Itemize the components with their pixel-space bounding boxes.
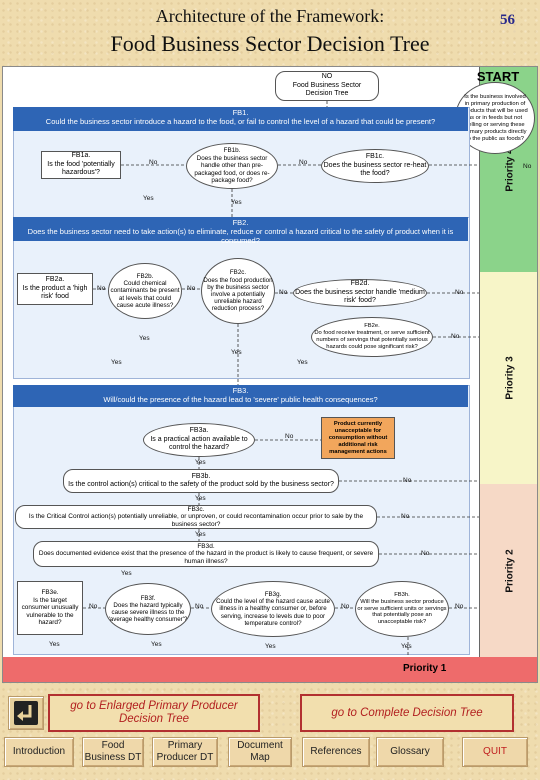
nav-introduction[interactable]: Introduction bbox=[4, 737, 74, 767]
start-label: START bbox=[476, 69, 520, 84]
return-arrow-icon bbox=[14, 701, 38, 725]
nav-document-map[interactable]: Document Map bbox=[228, 737, 292, 767]
node-fb2c: FB2c. Does the food production by the bu… bbox=[201, 258, 275, 324]
quit-button[interactable]: QUIT bbox=[462, 737, 528, 767]
node-fb2d: FB2d. Does the business sector handle 'm… bbox=[293, 279, 427, 307]
label-no: No bbox=[401, 513, 410, 520]
fb3-question: Will/could the presence of the hazard le… bbox=[103, 395, 378, 404]
label-no: No bbox=[149, 159, 158, 166]
label-no: No bbox=[97, 285, 106, 292]
enlarged-producer-tree-link-label: go to Enlarged Primary Producer Decision… bbox=[70, 700, 238, 725]
label-no: No bbox=[299, 159, 308, 166]
return-button[interactable] bbox=[8, 696, 44, 730]
label-no: No bbox=[285, 433, 294, 440]
priority-1-zone bbox=[3, 657, 537, 682]
slide-title: Architecture of the Framework: bbox=[155, 6, 385, 26]
node-fb1c: FB1c. Does the business sector re-heat t… bbox=[321, 149, 429, 183]
complete-tree-link[interactable]: go to Complete Decision Tree bbox=[300, 694, 514, 732]
priority-1-label: Priority 1 bbox=[403, 663, 447, 674]
label-no: No bbox=[341, 603, 350, 610]
label-yes: Yes bbox=[231, 199, 242, 206]
label-yes: Yes bbox=[265, 643, 276, 650]
label-no: No bbox=[455, 603, 464, 610]
slide-subtitle: Food Business Sector Decision Tree bbox=[110, 31, 430, 56]
node-fb3g: FB3g. Could the level of the hazard caus… bbox=[211, 581, 335, 637]
node-fb2a: FB2a. Is the product a 'high risk' food bbox=[17, 273, 93, 305]
label-yes: Yes bbox=[231, 349, 242, 356]
nav-primary-producer-dt[interactable]: Primary Producer DT bbox=[152, 737, 218, 767]
node-fb2b: FB2b. Could chemical contaminants be pre… bbox=[108, 263, 182, 319]
label-yes: Yes bbox=[151, 641, 162, 648]
connector-lines bbox=[83, 101, 479, 657]
fb3-title: FB3. bbox=[232, 386, 249, 395]
label-no: No bbox=[421, 550, 430, 557]
nav-food-business-dt[interactable]: Food Business DT bbox=[82, 737, 144, 767]
label-yes: Yes bbox=[195, 531, 206, 538]
node-no-fb-tree: NO Food Business Sector Decision Tree bbox=[275, 71, 379, 101]
label-yes: Yes bbox=[143, 195, 154, 202]
fb2-question: Does the business sector need to take ac… bbox=[27, 227, 454, 245]
label-yes: Yes bbox=[195, 459, 206, 466]
label-no: No bbox=[195, 603, 204, 610]
enlarged-producer-tree-link[interactable]: go to Enlarged Primary Producer Decision… bbox=[48, 694, 260, 732]
label-no: No bbox=[89, 603, 98, 610]
fb2-header: FB2. Does the business sector need to ta… bbox=[13, 217, 468, 245]
label-no: No bbox=[451, 333, 460, 340]
nav-glossary[interactable]: Glossary bbox=[376, 737, 444, 767]
fb1-title: FB1. bbox=[232, 108, 249, 117]
label-yes: Yes bbox=[195, 495, 206, 502]
node-fb3c: FB3c. Is the Critical Control action(s) … bbox=[15, 505, 377, 529]
label-yes: Yes bbox=[139, 335, 150, 342]
fb1-question: Could the business sector introduce a ha… bbox=[45, 117, 436, 126]
label-no: No bbox=[403, 477, 412, 484]
nav-references[interactable]: References bbox=[302, 737, 370, 767]
node-fb2e: FB2e. Do food receive treatment, or serv… bbox=[311, 317, 433, 357]
page-number: 56 bbox=[500, 12, 515, 28]
label-no: No bbox=[523, 163, 532, 170]
node-fb3a: FB3a. Is a practical action available to… bbox=[143, 423, 255, 457]
node-fb3h: FB3h. Will the business sector produce o… bbox=[355, 581, 449, 637]
complete-tree-link-label: go to Complete Decision Tree bbox=[331, 706, 483, 719]
label-yes: Yes bbox=[401, 643, 412, 650]
fb3-header: FB3. Will/could the presence of the haza… bbox=[13, 385, 468, 407]
priority-2-zone: Priority 2 bbox=[479, 484, 537, 657]
label-yes: Yes bbox=[49, 641, 60, 648]
priority-3-zone: Priority 3 bbox=[479, 272, 537, 484]
label-yes: Yes bbox=[111, 359, 122, 366]
unacceptable-box: Product currently unacceptable for consu… bbox=[321, 417, 395, 459]
node-fb3b: FB3b. Is the control action(s) critical … bbox=[63, 469, 339, 493]
node-fb3d: FB3d. Does documented evidence exist tha… bbox=[33, 541, 379, 567]
fb1-header: FB1. Could the business sector introduce… bbox=[13, 107, 468, 131]
fb2-title: FB2. bbox=[232, 218, 249, 227]
node-fb3e: FB3e. Is the target consumer unusually v… bbox=[17, 581, 83, 635]
label-no: No bbox=[187, 285, 196, 292]
label-yes: Yes bbox=[121, 570, 132, 577]
label-yes: Yes bbox=[297, 359, 308, 366]
label-no: No bbox=[279, 289, 288, 296]
label-no: No bbox=[455, 289, 464, 296]
decision-tree-diagram: Priority 4 Priority 3 Priority 2 Priorit… bbox=[2, 66, 538, 683]
node-fb1b: FB1b. Does the business sector handle ot… bbox=[186, 143, 278, 189]
node-fb1a: FB1a. Is the food 'potentially hazardous… bbox=[41, 151, 121, 179]
node-fb3f: FB3f. Does the hazard typically cause se… bbox=[105, 583, 191, 635]
